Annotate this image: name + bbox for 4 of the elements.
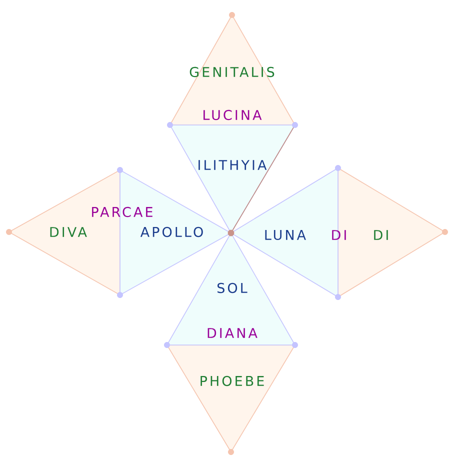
word-label: DI [332, 230, 346, 240]
word-label: LUCINA [204, 110, 262, 120]
word-label: DIANA [208, 328, 258, 338]
word-label: PARCAE [92, 206, 152, 218]
